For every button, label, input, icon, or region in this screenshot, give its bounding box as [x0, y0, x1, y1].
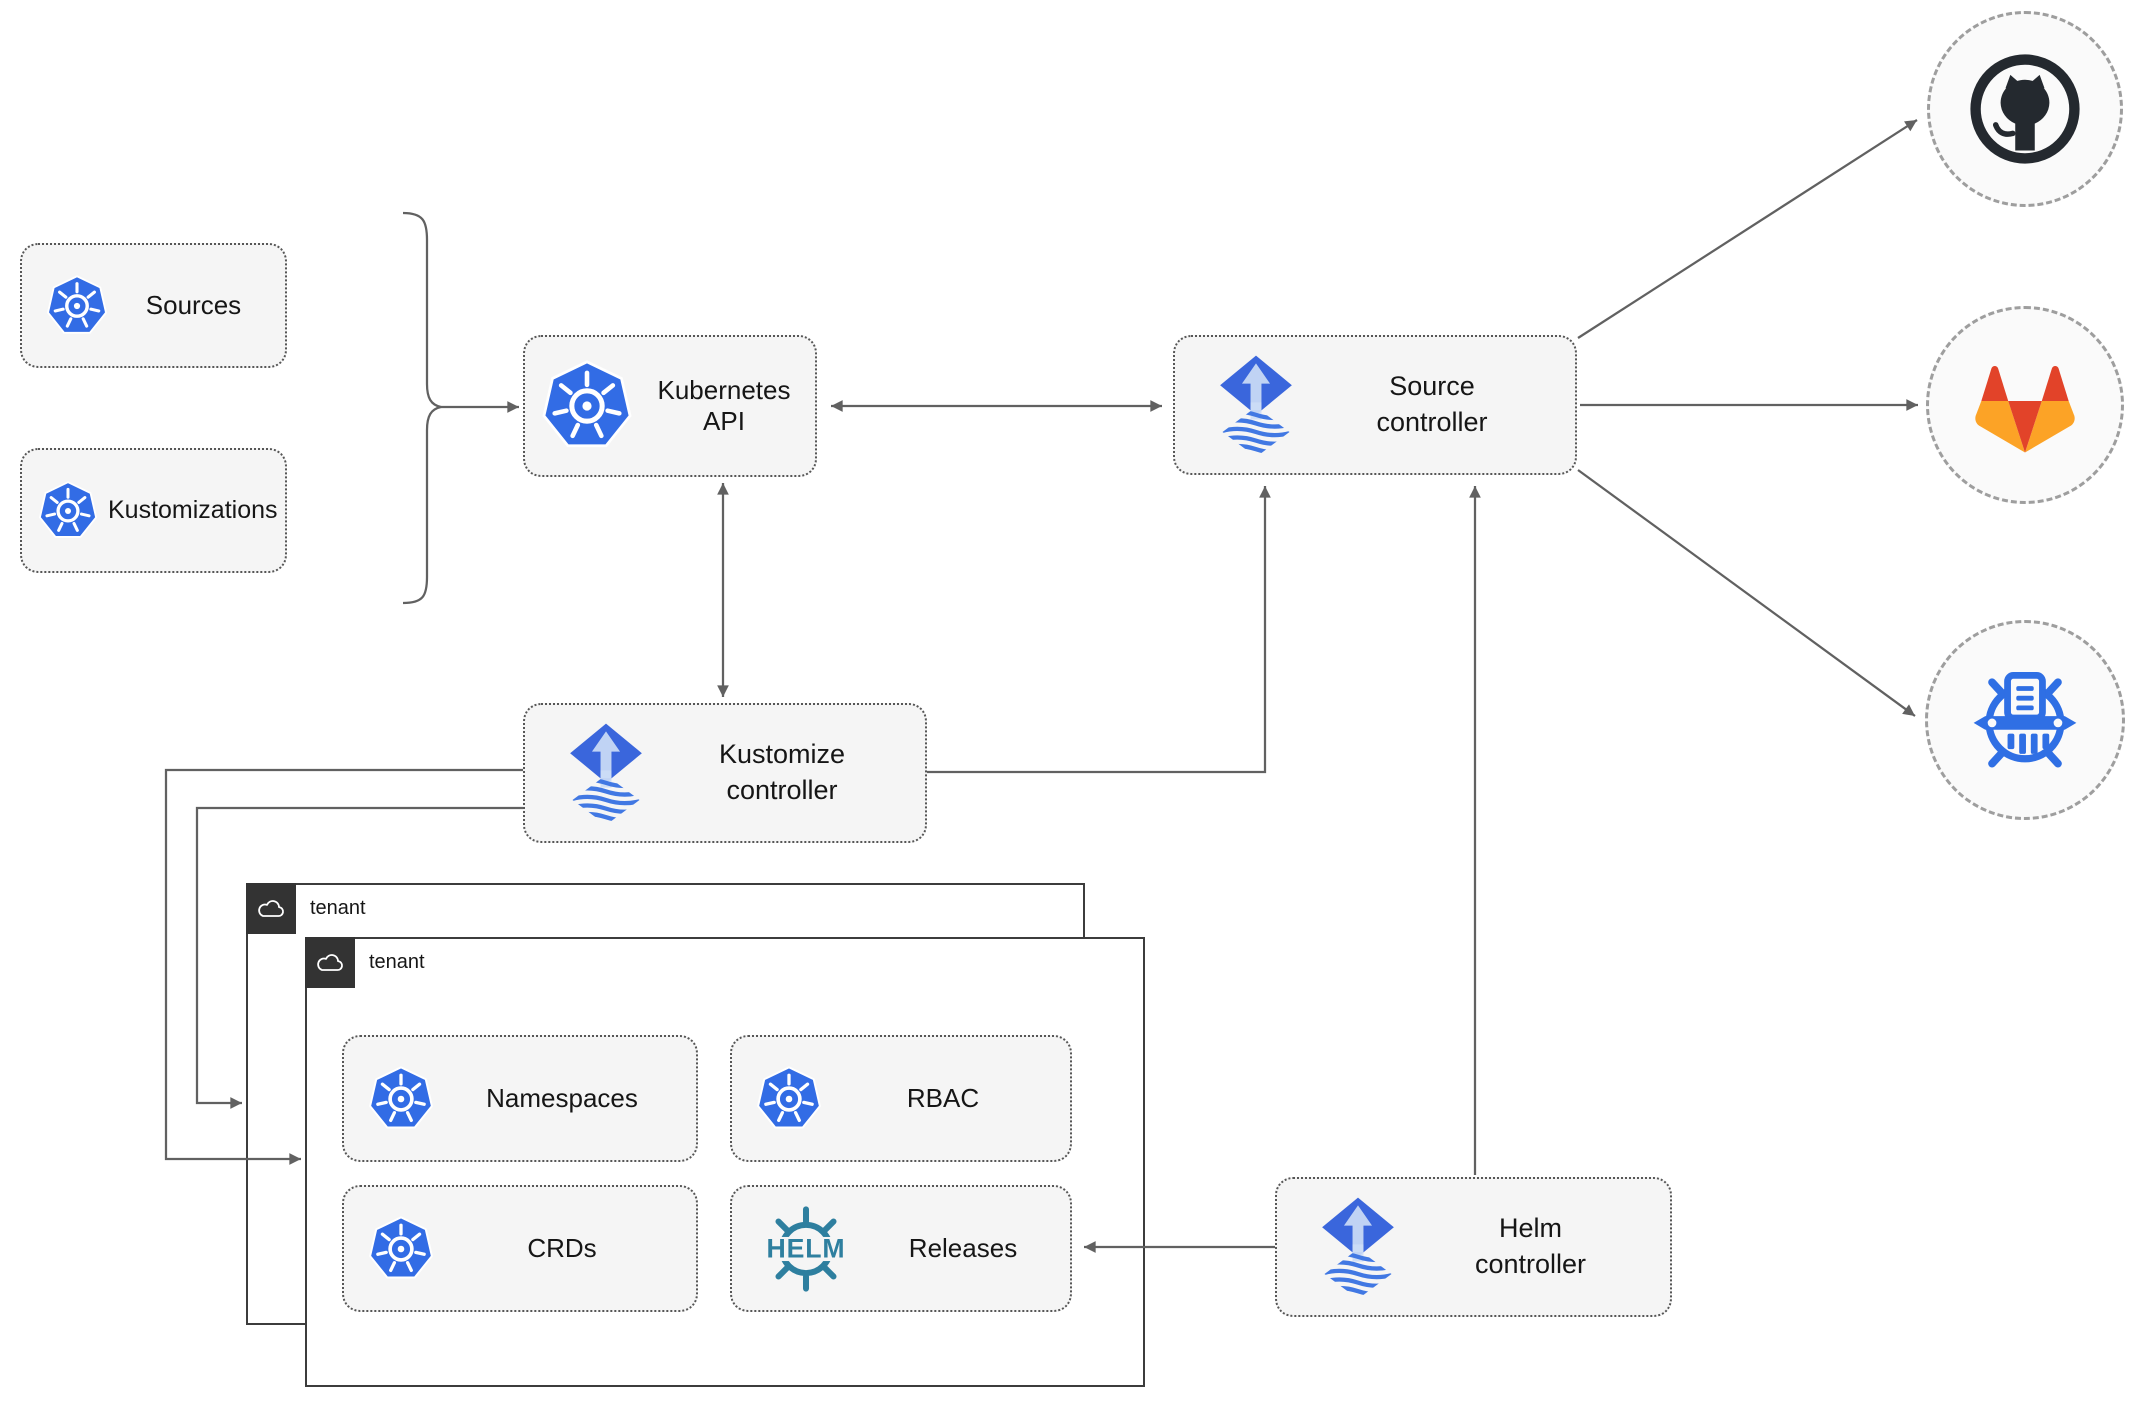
cloud-icon [314, 951, 346, 973]
edge-source-controller-to-github [1577, 119, 1918, 339]
chartmuseum-icon [1973, 672, 2077, 768]
node-label: Kustomize controller [718, 739, 846, 805]
node-kustomizations: Kustomizations [20, 448, 287, 573]
tenant-label: tenant [369, 951, 425, 973]
edge-source-controller-to-chartmuseum [1577, 469, 1916, 717]
node-label: CRDs [527, 1233, 597, 1263]
external-github [1927, 11, 2123, 207]
node-namespaces: Namespaces [342, 1035, 698, 1162]
external-gitlab [1926, 306, 2124, 504]
node-helm-controller: Helm controller [1275, 1177, 1672, 1317]
node-kubernetes-api: Kubernetes API [523, 335, 817, 477]
kubernetes-icon [368, 1216, 434, 1282]
kubernetes-icon [368, 1066, 434, 1132]
tenant-label: tenant [310, 897, 366, 919]
node-crds: CRDs [342, 1185, 698, 1312]
tenant-container-front: tenant [304, 936, 1145, 1387]
node-label: Kustomizations [108, 496, 278, 524]
node-label: Namespaces [486, 1083, 638, 1113]
node-label: RBAC [906, 1083, 980, 1113]
github-octocat-icon [1970, 54, 2080, 164]
kubernetes-icon [756, 1066, 822, 1132]
node-label: Sources [145, 290, 242, 320]
node-rbac: RBAC [730, 1035, 1072, 1162]
node-source-controller: Source controller [1173, 335, 1577, 475]
tenant-header [245, 882, 296, 934]
node-releases: HELM Releases [730, 1185, 1072, 1312]
gitlab-tanuki-icon [1975, 365, 2075, 453]
node-kustomize-controller: Kustomize controller [523, 703, 927, 843]
helm-icon: HELM [760, 1205, 852, 1292]
node-label: Helm controller [1474, 1213, 1587, 1279]
node-label: Kubernetes API [657, 375, 791, 436]
flux-icon [567, 722, 645, 825]
kubernetes-icon [38, 481, 98, 541]
cloud-icon [255, 897, 287, 919]
flux-icon [1217, 354, 1295, 457]
external-chartmuseum [1925, 620, 2125, 820]
node-label: Source controller [1376, 371, 1488, 437]
kubernetes-icon [46, 275, 108, 337]
node-label: Releases [908, 1233, 1018, 1263]
flux-icon [1319, 1196, 1397, 1299]
node-sources: Sources [20, 243, 287, 368]
kubernetes-icon [541, 360, 633, 452]
tenant-header [304, 936, 355, 988]
brace-sources-group [402, 211, 442, 605]
helm-logo-text: HELM [767, 1233, 846, 1263]
edge-kustomize-to-source-controller [927, 486, 1271, 774]
